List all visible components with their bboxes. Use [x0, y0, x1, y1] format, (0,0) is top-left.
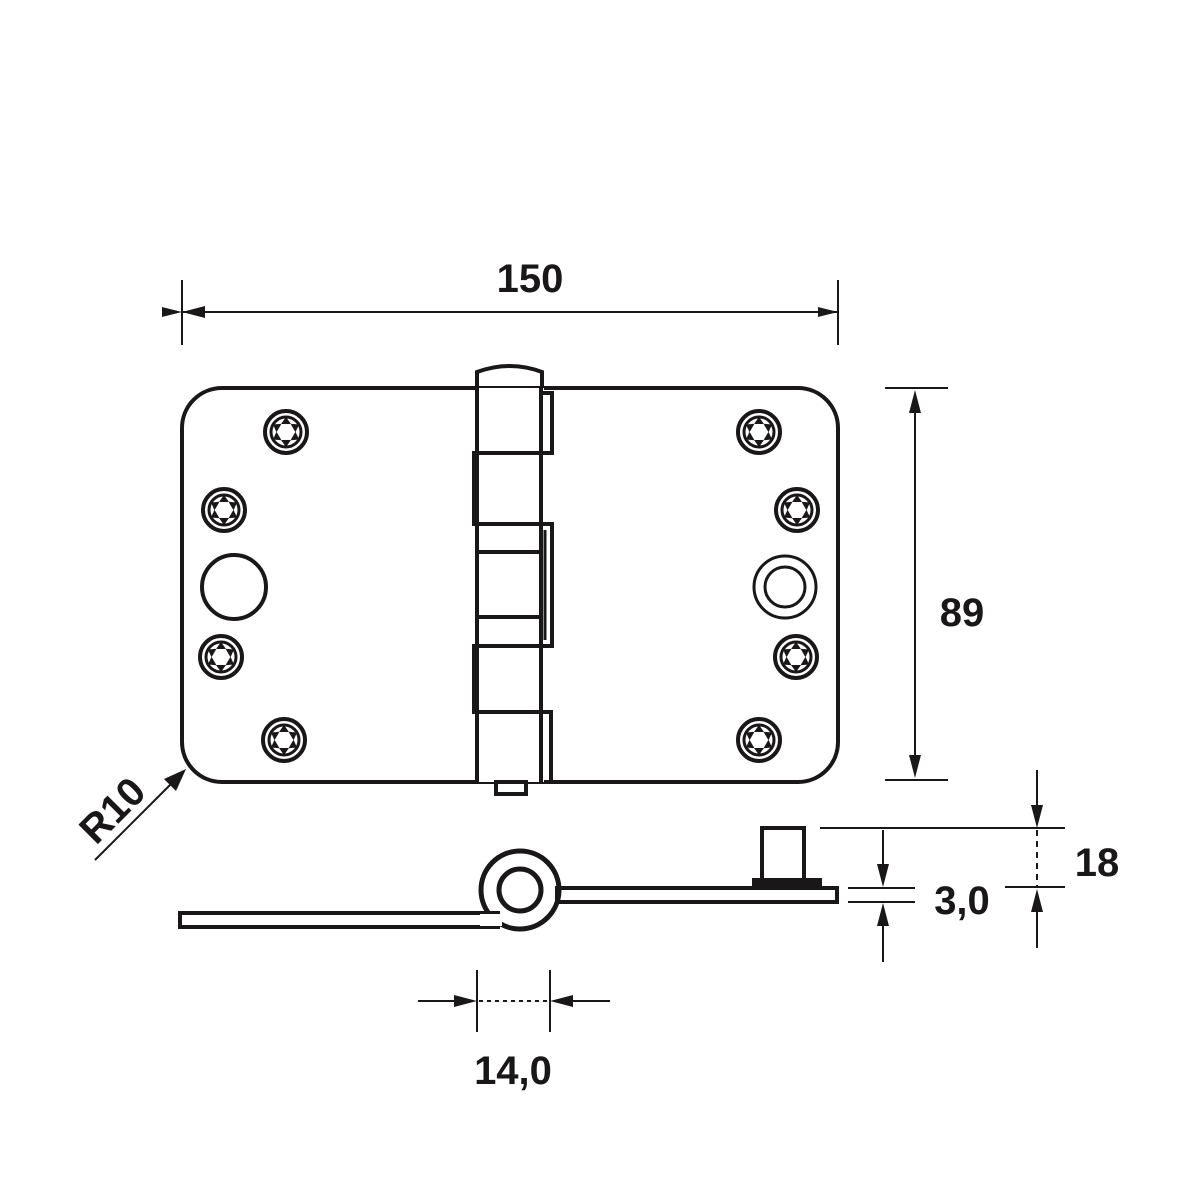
overall-thickness-label: 18 — [1075, 841, 1120, 885]
width-label: 150 — [497, 257, 564, 301]
torx-screw-icon — [736, 409, 782, 455]
leaf-thickness-dimension: 3,0 — [820, 827, 1065, 962]
hinge-plate-front-view — [180, 364, 840, 796]
overall-thickness-dimension: 18 — [1005, 770, 1119, 948]
knuckle-diameter-label: 14,0 — [474, 1049, 552, 1093]
torx-screw-icon — [736, 717, 782, 763]
torx-screw-icon — [198, 634, 244, 680]
hinge-side-view — [178, 826, 839, 932]
radius-dimension: R10 — [71, 769, 186, 861]
torx-screw-icon — [261, 717, 307, 763]
torx-screw-icon — [774, 487, 820, 533]
knuckle-diameter-dimension: 14,0 — [418, 970, 610, 1093]
torx-screw-icon — [263, 409, 309, 455]
height-dimension: 89 — [885, 387, 985, 781]
mounting-hole-icon — [200, 553, 268, 621]
width-dimension: 150 — [162, 257, 839, 345]
mounting-hole-icon — [752, 554, 818, 620]
torx-screw-icon — [773, 634, 819, 680]
height-label: 89 — [940, 591, 985, 635]
radius-label: R10 — [71, 769, 154, 852]
leaf-thickness-label: 3,0 — [934, 879, 990, 923]
torx-screw-icon — [201, 487, 247, 533]
